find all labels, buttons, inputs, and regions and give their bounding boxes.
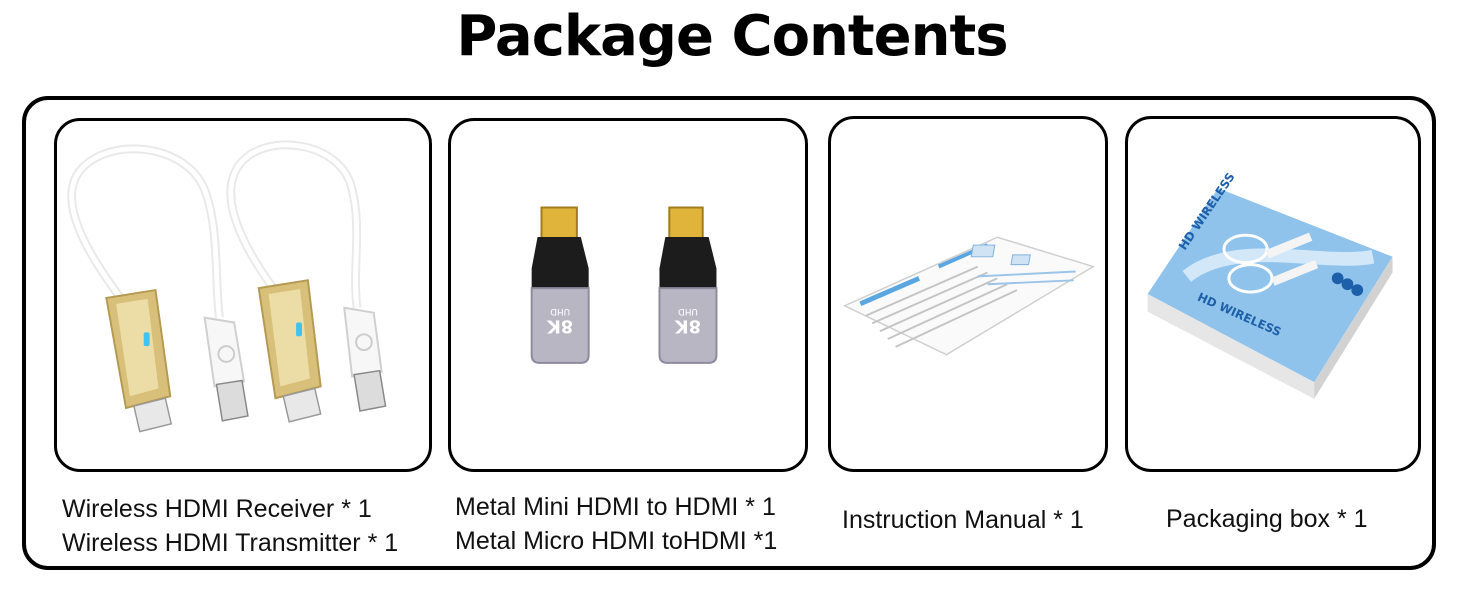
caption-line: Wireless HDMI Receiver * 1 <box>62 495 372 523</box>
caption-hdmi-adapters: Metal Mini HDMI to HDMI * 1 Metal Micro … <box>455 490 777 558</box>
package-contents-frame <box>22 96 1436 570</box>
caption-receiver-transmitter: Wireless HDMI Receiver * 1 Wireless HDMI… <box>62 492 398 560</box>
receiver-dongle-icon <box>105 288 173 433</box>
adapter-label: 8K <box>674 316 701 336</box>
caption-line: Metal Micro HDMI toHDMI *1 <box>455 527 778 555</box>
item-card-hdmi-adapters: 8K UHD 8K UHD <box>448 118 808 472</box>
caption-instruction-manual: Instruction Manual * 1 <box>842 503 1084 537</box>
caption-line: Instruction Manual * 1 <box>842 506 1084 534</box>
adapter-sublabel: UHD <box>678 306 698 316</box>
micro-hdmi-adapter-icon: 8K UHD <box>658 206 718 364</box>
caption-packaging-box: Packaging box * 1 <box>1166 502 1368 536</box>
instruction-manual-image <box>842 236 1096 356</box>
item-card-instruction-manual <box>828 116 1108 472</box>
caption-line: Metal Mini HDMI to HDMI * 1 <box>455 493 776 521</box>
caption-line: Packaging box * 1 <box>1166 505 1368 533</box>
packaging-box-image: HD WIRELESS HD WIRELESS <box>1147 170 1393 399</box>
usb-plug-icon <box>343 306 387 412</box>
caption-line: Wireless HDMI Transmitter * 1 <box>62 529 399 557</box>
page-title: Package Contents <box>456 4 1008 69</box>
usb-plug-icon <box>203 316 249 422</box>
transmitter-dongle-icon <box>257 279 322 423</box>
mini-hdmi-adapter-icon: 8K UHD <box>530 206 590 364</box>
item-card-receiver-transmitter <box>54 118 432 472</box>
adapter-label: 8K <box>546 316 573 336</box>
box-product-illustration <box>1222 232 1319 294</box>
wireless-hdmi-transmitter-receiver-image <box>67 140 387 433</box>
metal-hdmi-adapters-image: 8K UHD 8K UHD <box>530 206 718 364</box>
item-card-packaging-box: HD WIRELESS HD WIRELESS <box>1125 116 1421 472</box>
adapter-sublabel: UHD <box>550 306 570 316</box>
